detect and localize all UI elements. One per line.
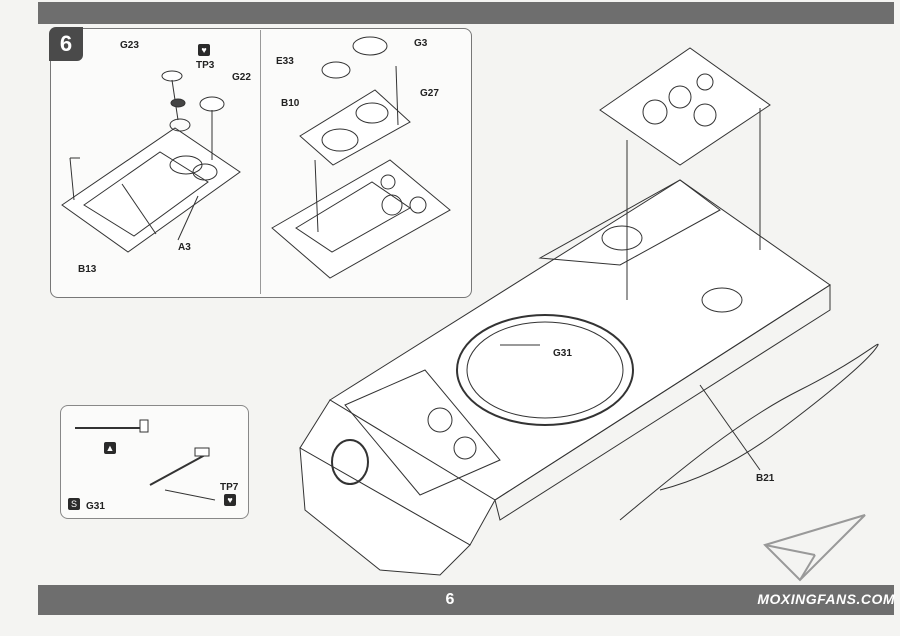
top-plate-b10 xyxy=(299,89,411,166)
detail-g31-drawing xyxy=(75,419,216,501)
footer-bar xyxy=(38,585,894,615)
label-tp7: TP7 xyxy=(220,482,239,493)
label-e33: E33 xyxy=(276,56,294,67)
step-number-badge: 6 xyxy=(49,27,83,61)
paper-plane-logo xyxy=(763,514,866,582)
tow-cable-b21 xyxy=(619,343,879,521)
label-g23: G23 xyxy=(120,40,139,51)
label-g22: G22 xyxy=(232,72,251,83)
label-a3: A3 xyxy=(178,242,191,253)
label-g27: G27 xyxy=(420,88,439,99)
label-tp3: TP3 xyxy=(196,60,215,71)
part-g3 xyxy=(352,36,388,56)
label-b21: B21 xyxy=(756,473,775,484)
heart-icon: ♥ xyxy=(224,494,236,506)
part-g27 xyxy=(395,65,399,126)
part-e33 xyxy=(321,61,351,79)
page-number: 6 xyxy=(445,591,455,608)
label-g3: G3 xyxy=(414,38,428,49)
subassembly-panel xyxy=(50,28,472,298)
detail-panel xyxy=(60,405,249,519)
label-g31-main: G31 xyxy=(553,348,572,359)
engine-deck-plate xyxy=(599,47,771,166)
glue-icon: ▲ xyxy=(104,442,116,454)
hull-deck xyxy=(299,179,831,576)
hatch-plate-b13 xyxy=(61,127,241,253)
label-b10: B10 xyxy=(281,98,300,109)
label-g31-detail: G31 xyxy=(86,501,105,512)
part-g22 xyxy=(199,96,225,160)
header-bar xyxy=(38,2,894,24)
part-g23 xyxy=(161,70,191,132)
cement-icon: S xyxy=(68,498,80,510)
panel-divider xyxy=(260,30,261,294)
site-watermark: MOXINGFANS.COM xyxy=(757,591,895,607)
heart-icon: ♥ xyxy=(198,44,210,56)
lower-plate-b10 xyxy=(271,159,451,279)
label-b13: B13 xyxy=(78,264,97,275)
